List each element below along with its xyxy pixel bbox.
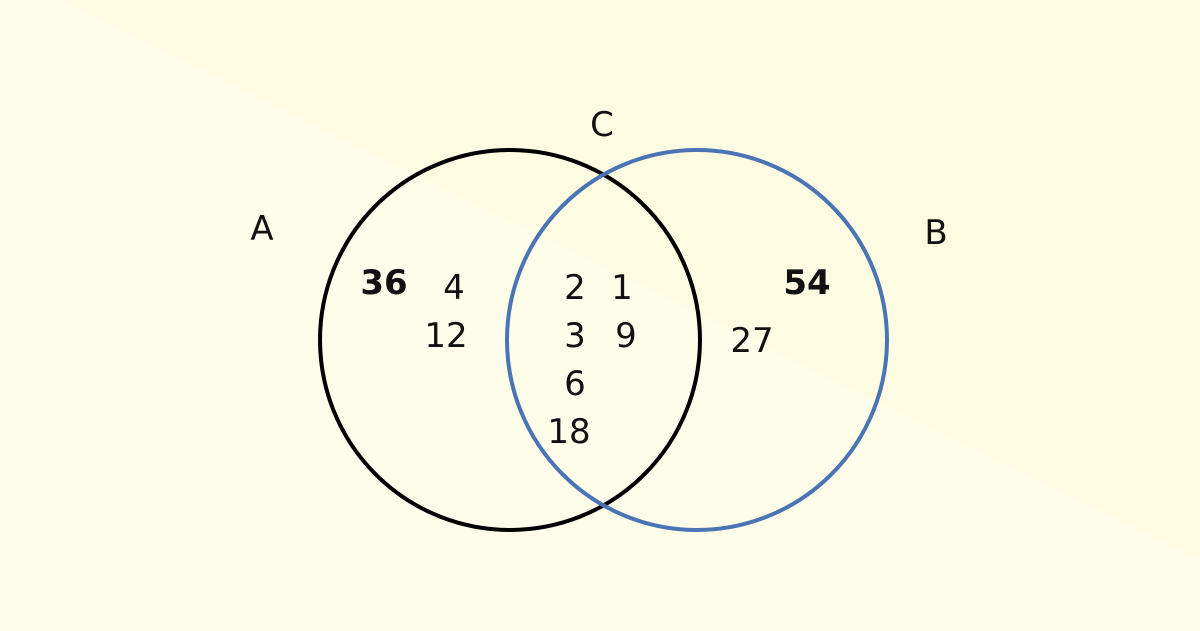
a-element: 12 xyxy=(424,316,467,356)
circle-a xyxy=(318,148,702,532)
circle-b xyxy=(505,148,889,532)
intersection-element: 6 xyxy=(564,364,586,404)
intersection-element: 2 xyxy=(564,268,586,308)
b-element: 27 xyxy=(730,321,773,361)
a-total: 36 xyxy=(360,263,407,303)
background-diagonal-band xyxy=(60,0,1200,560)
label-b: B xyxy=(924,213,947,253)
label-c: C xyxy=(590,105,614,145)
b-total: 54 xyxy=(783,263,830,303)
intersection-element: 9 xyxy=(615,316,637,356)
intersection-element: 1 xyxy=(611,268,633,308)
a-element: 4 xyxy=(443,268,465,308)
intersection-element: 18 xyxy=(547,412,590,452)
intersection-element: 3 xyxy=(564,316,586,356)
label-a: A xyxy=(250,209,273,249)
